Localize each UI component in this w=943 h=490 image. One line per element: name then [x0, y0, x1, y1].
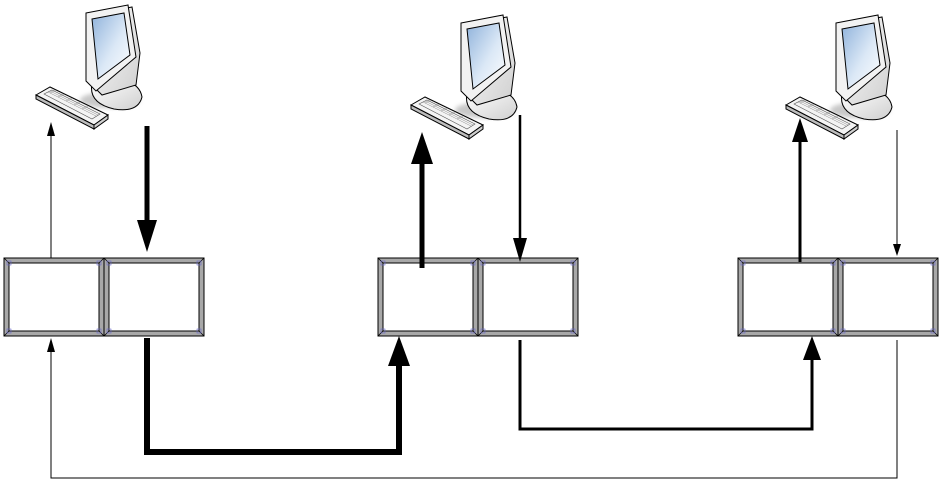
station-1-output-buffer: [103, 257, 205, 337]
station-1-input-buffer: [3, 257, 105, 337]
station-3-computer-icon: [786, 15, 892, 139]
connector-computer3-to-buffer3: [893, 130, 901, 256]
station-2-input-buffer: [377, 257, 479, 337]
station-3-output-buffer: [837, 257, 939, 337]
connector-buffer1-to-keyboard1: [47, 122, 55, 258]
connector-buffer2-to-buffer3: [518, 336, 821, 431]
connector-buffer3-to-buffer1: [47, 338, 898, 479]
connector-computer1-to-buffer1: [137, 126, 157, 252]
connector-computer2-to-buffer2: [513, 115, 527, 262]
connector-buffer2-to-keyboard2: [411, 132, 433, 268]
connector-buffer3-to-keyboard3: [792, 118, 808, 262]
connector-buffer1-to-buffer2: [144, 336, 410, 455]
station-2-computer-icon: [411, 15, 517, 139]
station-1-computer-icon: [36, 5, 142, 129]
station-3-input-buffer: [737, 257, 839, 337]
station-2-output-buffer: [477, 257, 579, 337]
